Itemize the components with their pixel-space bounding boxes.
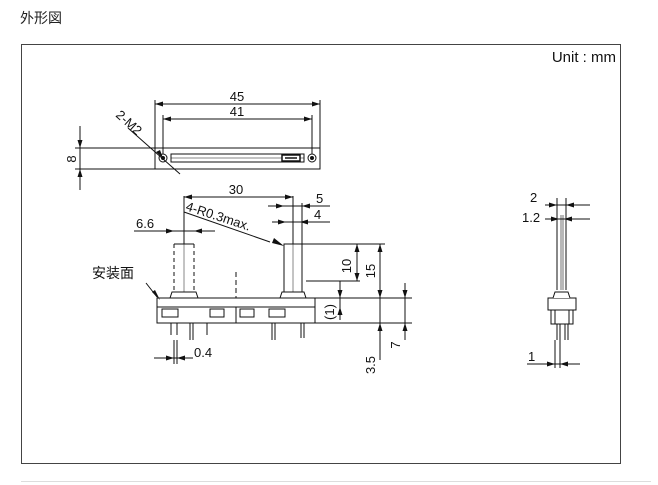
- unit-label: Unit : mm: [551, 49, 616, 66]
- dim-5: 5: [316, 191, 323, 206]
- dim-15: 15: [363, 264, 378, 278]
- dim-3.5: 3.5: [363, 356, 378, 374]
- dim-1-paren: (1): [322, 304, 337, 320]
- dim-side-1.2: 1.2: [522, 210, 540, 225]
- dim-radius: 4-R0.3max.: [184, 199, 253, 234]
- dim-30: 30: [229, 182, 243, 197]
- dim-7: 7: [388, 341, 403, 348]
- dim-6.6: 6.6: [136, 216, 154, 231]
- side-view-body: [547, 297, 577, 311]
- dim-45: 45: [230, 89, 244, 104]
- dim-41: 41: [230, 104, 244, 119]
- side-view: [527, 198, 590, 368]
- dim-8: 8: [64, 155, 79, 162]
- front-view-body: [156, 297, 316, 308]
- dim-4: 4: [314, 207, 321, 222]
- dim-side-2: 2: [530, 190, 537, 205]
- dim-0.4: 0.4: [194, 345, 212, 360]
- dim-side-1: 1: [528, 349, 535, 364]
- drawing-frame: Unit : mm: [21, 44, 621, 464]
- footer-divider: [21, 481, 651, 482]
- mounting-face-label: 安装面: [92, 266, 134, 282]
- front-view: [134, 194, 412, 364]
- page-title: 外形図: [20, 11, 62, 27]
- dim-10: 10: [339, 259, 354, 273]
- dim-2-m2: 2-M2: [113, 107, 145, 138]
- top-view: [75, 100, 321, 190]
